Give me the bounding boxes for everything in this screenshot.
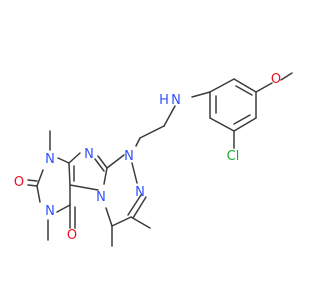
bond-layer — [27, 72, 293, 247]
bond — [111, 216, 132, 227]
bond — [209, 117, 235, 132]
atom-triazine-nitrogen-1: N — [124, 149, 134, 164]
bond — [255, 82, 273, 93]
bond — [36, 169, 44, 187]
atom-carbonyl-oxygen-2: O — [67, 228, 77, 243]
atom-chlorine: Cl — [227, 149, 240, 164]
atom-amine-nitrogen: N — [171, 93, 181, 108]
bond — [105, 207, 113, 227]
bond — [191, 91, 211, 98]
bond-double — [127, 194, 142, 216]
bond — [103, 167, 108, 185]
atom-pyrimidine-nitrogen-2: N — [45, 204, 55, 219]
bond — [131, 162, 138, 184]
atom-label-layer: N H O Cl N N N N N N O O — [14, 72, 281, 243]
bond-double — [27, 179, 38, 182]
bond-double — [132, 196, 147, 219]
bond — [280, 72, 293, 81]
atom-imidazole-nitrogen: N — [84, 147, 94, 162]
bond — [139, 125, 165, 139]
bond-double — [27, 184, 38, 187]
bond — [57, 157, 70, 164]
bond-aromatic — [233, 114, 251, 125]
bond-aromatic — [235, 85, 253, 96]
atom-amine-hydrogen: H — [159, 93, 169, 108]
bond — [209, 78, 235, 93]
bond — [233, 78, 257, 93]
bond — [135, 137, 141, 147]
bond — [36, 185, 41, 203]
atom-triazine-nitrogen-2: N — [135, 185, 145, 200]
bond — [97, 155, 108, 169]
bond — [163, 105, 176, 127]
bond — [233, 117, 257, 132]
atom-carbonyl-oxygen-1: O — [14, 175, 24, 190]
bond-methyl — [130, 216, 151, 229]
bond — [68, 162, 71, 186]
atom-pyrimidine-nitrogen-1: N — [45, 152, 55, 167]
bond — [69, 184, 99, 191]
molecule-structure-diagram: N H O Cl N N N N N N O O — [14, 72, 293, 247]
bond-double — [94, 158, 105, 172]
bond — [68, 152, 81, 164]
bond — [106, 154, 125, 169]
atom-methoxy-oxygen: O — [271, 72, 281, 87]
atom-fused-nitrogen: N — [96, 190, 106, 205]
bond — [56, 204, 71, 213]
